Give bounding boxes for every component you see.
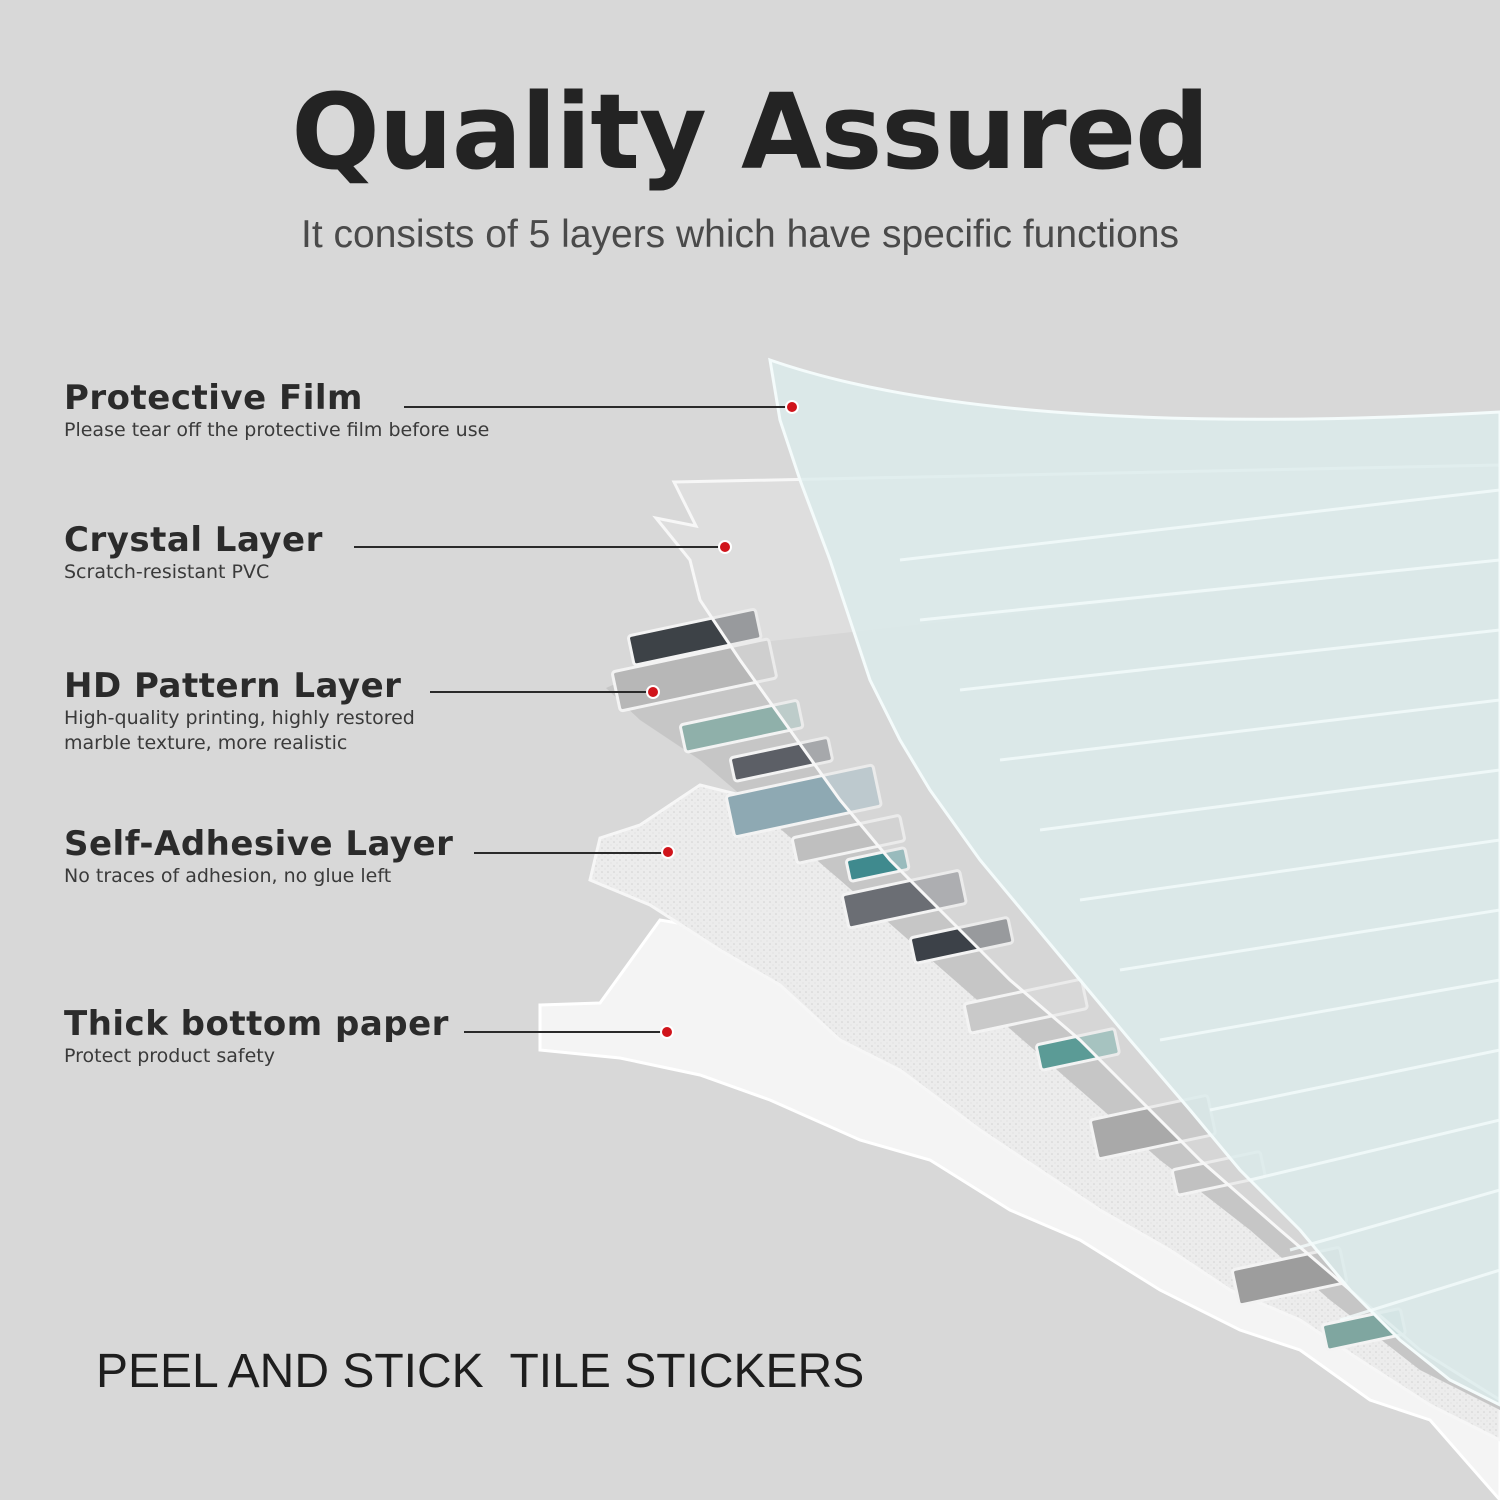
layer-name: HD Pattern Layer (64, 666, 402, 706)
pointer-bottom-paper (464, 1025, 674, 1039)
layer-label-self-adhesive: Self-Adhesive Layer No traces of adhesio… (64, 824, 453, 889)
pointer-self-adhesive-layer (474, 845, 675, 859)
pointer-crystal-layer (354, 540, 732, 554)
product-tagline: PEEL AND STICK TILE STICKERS (96, 1345, 865, 1398)
layer-description: Protect product safety (64, 1045, 275, 1067)
layer-name: Crystal Layer (64, 520, 323, 560)
layer-description: Please tear off the protective film befo… (64, 419, 490, 441)
layer-description: No traces of adhesion, no glue left (64, 865, 392, 887)
tile-pattern-overlay (899, 488, 1500, 1322)
layer-label-crystal: Crystal Layer Scratch-resistant PVC (64, 520, 323, 585)
pointer-protective-film (404, 400, 799, 414)
layer-name: Self-Adhesive Layer (64, 824, 454, 864)
layer-label-protective-film: Protective Film Please tear off the prot… (64, 378, 489, 443)
layer-description: Scratch-resistant PVC (64, 561, 270, 583)
page-subtitle: It consists of 5 layers which have speci… (301, 213, 1179, 256)
layer-label-bottom-paper: Thick bottom paper Protect product safet… (64, 1004, 449, 1069)
pointer-hd-pattern-layer (430, 685, 660, 699)
layer-name: Protective Film (64, 378, 363, 418)
layer-label-hd-pattern: HD Pattern Layer High-quality printing, … (64, 666, 415, 756)
layer-description: High-quality printing, highly restored m… (64, 707, 415, 754)
layer-name: Thick bottom paper (64, 1004, 449, 1044)
page-title: Quality Assured (291, 71, 1209, 193)
protective-film-layer (768, 357, 1500, 1407)
